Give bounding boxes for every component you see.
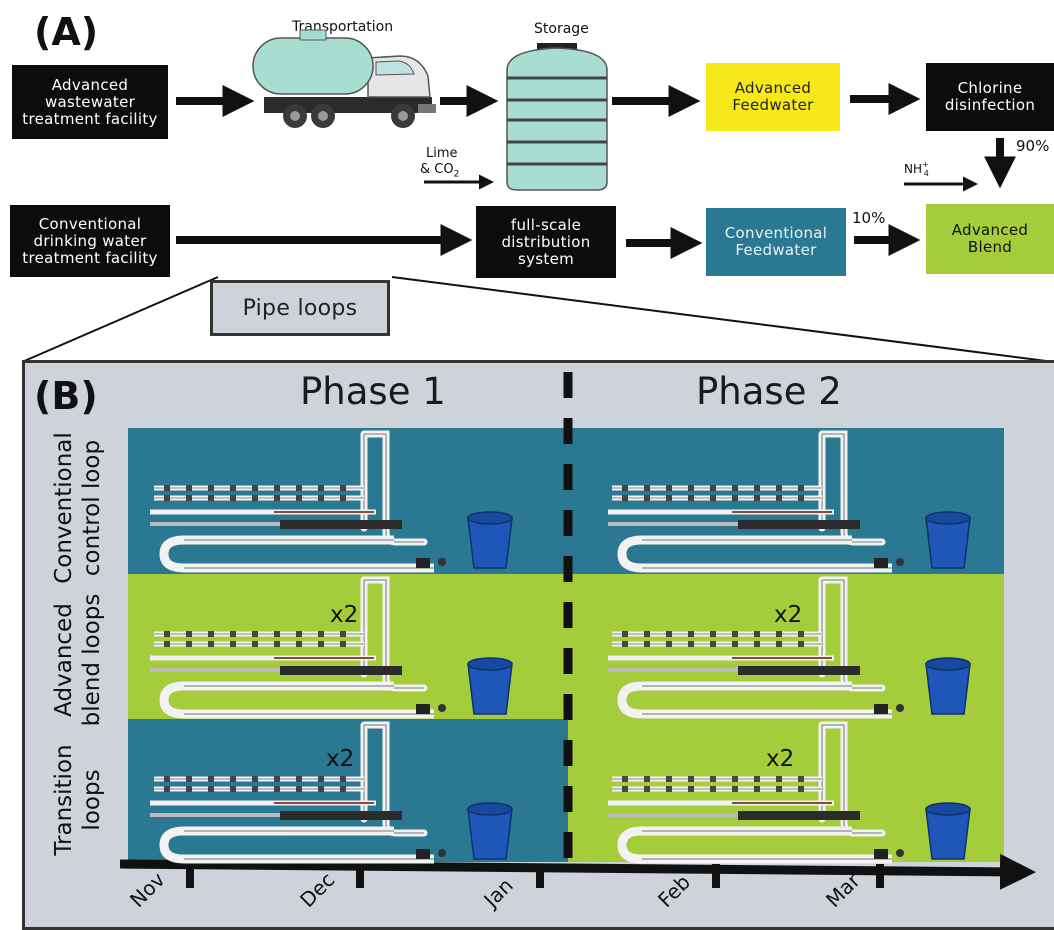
pct-90-label: 90% (1016, 137, 1050, 155)
advanced-feedwater-box: Advanced Feedwater (706, 63, 840, 131)
pct-10-label: 10% (852, 209, 886, 227)
storage-label: Storage (534, 21, 589, 37)
phase-2-title: Phase 2 (696, 370, 842, 413)
pipe-loop-rig-row3-phase1 (150, 721, 513, 864)
pipe-loop-rig-row3-phase2 (608, 721, 971, 864)
multiplier-transition-phase1: x2 (326, 746, 355, 772)
timeline-axis (119, 853, 1036, 890)
advanced-wastewater-facility-box: Advanced wastewater treatment facility (12, 65, 168, 139)
advanced-blend-box: Advanced Blend (926, 204, 1054, 274)
multiplier-advanced-phase1: x2 (330, 602, 359, 628)
co2-text: & CO (420, 162, 454, 177)
pipe-loop-rig-row1-phase2 (608, 430, 971, 573)
multiplier-advanced-phase2: x2 (774, 602, 803, 628)
chlorine-disinfection-box: Chlorine disinfection (926, 63, 1054, 131)
pipe-loop-rig-row2-phase2 (608, 576, 971, 719)
nh4-superscript: + (922, 160, 929, 169)
pipe-loops-box: Pipe loops (210, 280, 390, 336)
lime-label: Lime (426, 146, 458, 161)
panel-b-label: (B) (34, 374, 98, 418)
pipe-loop-rig-row1-phase1 (150, 430, 513, 573)
panel-a-label: (A) (34, 10, 99, 54)
multiplier-transition-phase2: x2 (766, 746, 795, 772)
co2-label: & CO2 (420, 162, 459, 180)
nh4-text: NH (904, 162, 922, 176)
conventional-drinking-facility-box: Conventional drinking water treatment fa… (10, 205, 170, 277)
conventional-feedwater-box: Conventional Feedwater (706, 208, 846, 276)
zoom-line-left (21, 276, 219, 363)
zoom-line-right (391, 276, 1054, 363)
storage-tank-icon (506, 43, 608, 191)
pipe-loop-rig-row2-phase1 (150, 576, 513, 719)
truck-icon (252, 29, 436, 128)
phase-1-title: Phase 1 (300, 370, 446, 413)
nh4-subscript: 4 (923, 169, 929, 178)
co2-subscript: 2 (453, 169, 460, 180)
distribution-system-box: full-scale distribution system (476, 206, 616, 278)
nh4-label: NH+4 (904, 160, 929, 178)
